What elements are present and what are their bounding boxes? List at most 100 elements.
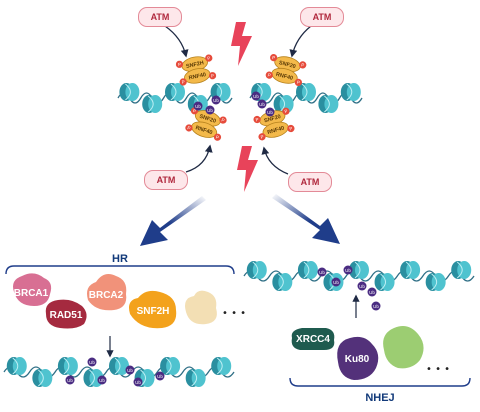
nucleosome: [246, 261, 267, 279]
phospho-mark: [208, 72, 217, 80]
phospho-label: P: [211, 73, 215, 79]
nhej-pathway-arrow: [272, 194, 340, 244]
remodeler-label: RNF40: [188, 72, 206, 81]
ubiquitin-mark: Ub: [251, 91, 261, 101]
ubiquitin-mark: Ub: [133, 377, 143, 387]
ubiquitin-label: Ub: [195, 104, 201, 109]
phospho-mark: [219, 116, 227, 124]
phospho-mark: [213, 133, 222, 141]
phospho-label: P: [255, 117, 259, 123]
ubiquitin-label: Ub: [127, 368, 133, 373]
brca2-protein: [87, 274, 127, 311]
phospho-label: P: [181, 79, 185, 85]
nucleosome: [6, 357, 27, 375]
phospho-label: P: [267, 72, 271, 78]
ubiquitin-label: Ub: [207, 108, 213, 113]
snf2h-protein: [129, 290, 177, 329]
nucleosome: [340, 83, 361, 101]
remodeler-label: RNF40: [275, 72, 293, 82]
phospho-mark: [299, 61, 307, 69]
ubiquitin-label: Ub: [345, 268, 351, 273]
ubiquitin-label: Ub: [267, 110, 273, 115]
ubiquitin-label: Ub: [319, 270, 325, 275]
remodeler-complex-layer: SNF2HRNF40PPPPSNF20RNF40PPPPSNF20RNF40PP…: [175, 54, 307, 141]
ubiquitin-mark: Ub: [367, 287, 377, 297]
phospho-mark: [265, 71, 273, 79]
nucleosome: [400, 261, 421, 279]
nucleosome: [109, 357, 129, 375]
nucleosome: [119, 83, 140, 101]
ubiquitin-label: Ub: [99, 378, 105, 383]
nucleosome: [32, 369, 53, 387]
hr-title: HR: [112, 253, 128, 265]
brca1-protein: [13, 273, 52, 306]
brca1-label: BRCA1: [14, 288, 49, 299]
nucleosome: [211, 357, 232, 375]
remodeler-label: SNF2H: [186, 60, 205, 70]
remodeler-label: SNF20: [264, 114, 282, 124]
snf2h-label: SNF2H: [137, 306, 170, 317]
atm-arrow-top-left: [164, 25, 189, 58]
nhej-bracket: [289, 377, 471, 387]
phospho-mark: [282, 107, 290, 115]
hr-pathway-arrow: [140, 196, 206, 246]
phospho-label: P: [301, 62, 305, 68]
phospho-label: P: [260, 134, 264, 140]
phospho-label: P: [296, 80, 300, 86]
ubiquitin-label: Ub: [157, 374, 163, 379]
atm-badge-top-right: ATM: [300, 7, 344, 27]
nucleosome: [185, 369, 206, 387]
ubiquitin-mark: Ub: [265, 107, 275, 117]
nucleosome: [425, 273, 446, 291]
phospho-label: P: [289, 126, 293, 132]
dsb-bolt-top: [231, 22, 252, 66]
nucleosome: [142, 95, 163, 113]
nucleosome: [297, 261, 318, 279]
ubiquitin-label: Ub: [135, 380, 141, 385]
ku80-label: Ku80: [345, 354, 370, 365]
phospho-mark: [258, 133, 266, 141]
nucleosome: [272, 273, 293, 291]
atm-arrow-top-right: [289, 25, 312, 58]
hr-ellipsis: • • •: [222, 308, 246, 319]
ku80-protein: [337, 336, 379, 380]
nucleosome: [318, 95, 339, 113]
xrcc4-label: XRCC4: [296, 334, 330, 345]
ubiquitin-label: Ub: [373, 304, 379, 309]
nucleosome: [349, 261, 369, 279]
ubiquitin-label: Ub: [359, 284, 365, 289]
ubiquitin-mark: Ub: [87, 357, 97, 367]
atm-badge-top-left: ATM: [138, 7, 182, 27]
ubiquitin-label: Ub: [67, 378, 73, 383]
phospho-mark: [253, 115, 261, 124]
ubiquitin-mark: Ub: [97, 375, 107, 385]
rad51-label: RAD51: [50, 310, 83, 321]
brca2-label: BRCA2: [89, 290, 124, 301]
phospho-mark: [175, 60, 184, 68]
ubiquitin-mark: Ub: [317, 267, 327, 277]
xrcc4-protein: [291, 328, 335, 350]
hr-bracket: [5, 265, 235, 275]
phospho-mark: [179, 78, 187, 86]
nucleosome: [374, 273, 395, 291]
remodeler-label: RNF40: [267, 125, 285, 136]
nhej-title: NHEJ: [365, 392, 394, 404]
ubiquitin-mark: Ub: [125, 365, 135, 375]
phospho-label: P: [284, 108, 288, 114]
ubiquitin-label: Ub: [213, 98, 219, 103]
ubiquitin-mark: Ub: [155, 371, 165, 381]
ubiquitin-mark: Ub: [343, 265, 353, 275]
phospho-label: P: [221, 117, 225, 123]
ubiquitin-mark: Ub: [371, 301, 381, 311]
ubiquitin-label: Ub: [253, 94, 259, 99]
phospho-mark: [287, 124, 295, 133]
atm-arrow-bottom-left: [185, 144, 213, 173]
unnamed-nhej-protein: [383, 326, 424, 369]
phospho-label: P: [177, 62, 181, 68]
